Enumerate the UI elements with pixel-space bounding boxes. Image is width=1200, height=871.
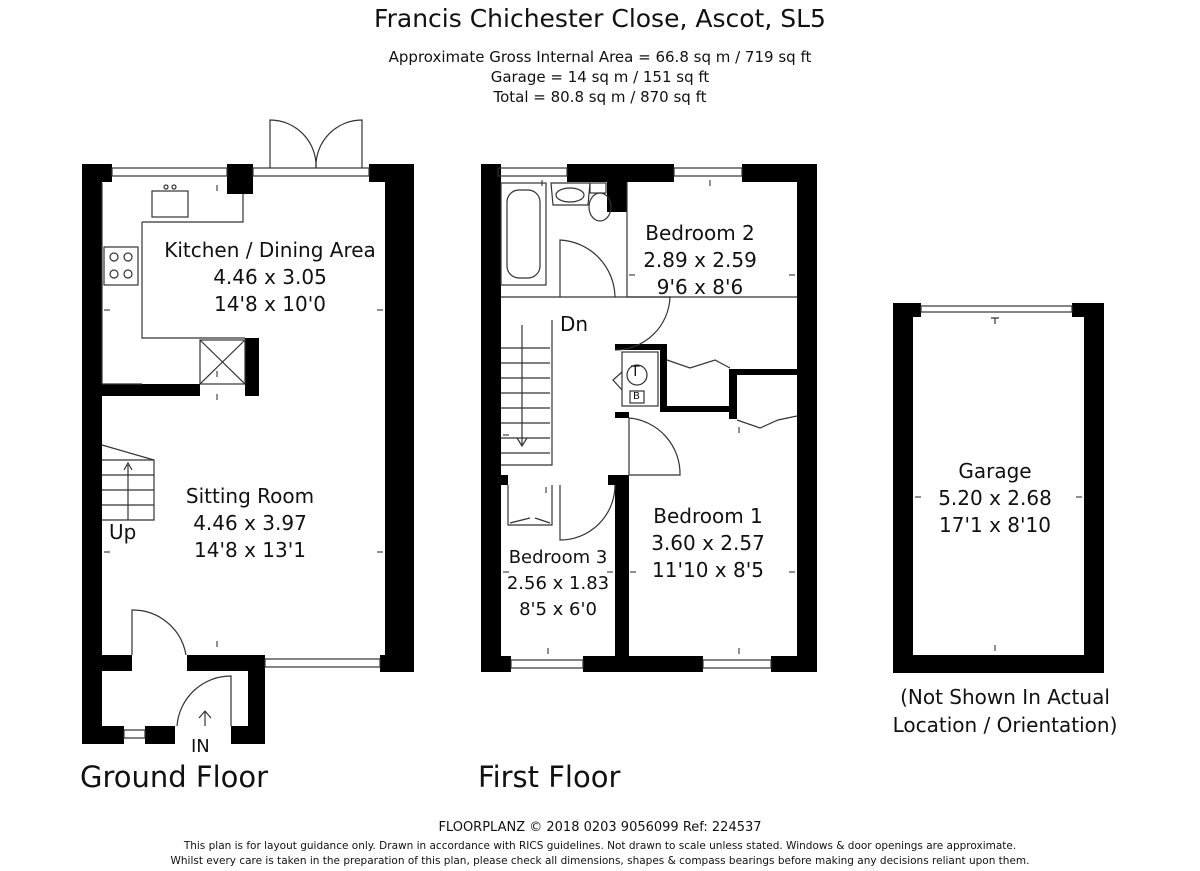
first-floor-fixtures xyxy=(497,167,798,669)
brand-line: FLOORPLANZ © 2018 0203 9056099 Ref: 2245… xyxy=(438,820,762,835)
room-metric: 4.46 x 3.05 xyxy=(213,265,327,289)
garage-note-line-1: (Not Shown In Actual xyxy=(900,685,1110,709)
room-metric: 5.20 x 2.68 xyxy=(938,486,1052,510)
room-name: Bedroom 1 xyxy=(653,504,763,528)
disclaimer-line-1: This plan is for layout guidance only. D… xyxy=(183,840,1017,852)
room-imperial: 9'6 x 8'6 xyxy=(656,275,744,299)
room-label-bedroom1: Bedroom 1 3.60 x 2.57 11'10 x 8'5 xyxy=(648,503,768,584)
ground-floor-label: Ground Floor xyxy=(80,760,269,794)
room-name: Sitting Room xyxy=(185,484,315,508)
garage-note-line-2: Location / Orientation) xyxy=(892,713,1118,737)
room-metric: 3.60 x 2.57 xyxy=(651,531,765,555)
room-label-sitting: Sitting Room 4.46 x 3.97 14'8 x 13'1 xyxy=(150,483,350,564)
area-line-internal: Approximate Gross Internal Area = 66.8 s… xyxy=(388,48,812,66)
boiler-label: B xyxy=(633,391,640,402)
room-metric: 4.46 x 3.97 xyxy=(193,511,307,535)
disclaimer-line-2: Whilst every care is taken in the prepar… xyxy=(170,855,1030,867)
garage-note: (Not Shown In Actual Location / Orientat… xyxy=(880,683,1130,739)
room-metric: 2.89 x 2.59 xyxy=(643,248,757,272)
room-imperial: 17'1 x 8'10 xyxy=(939,513,1051,537)
entrance-label: IN xyxy=(191,736,210,757)
room-metric: 2.56 x 1.83 xyxy=(506,573,610,594)
room-label-kitchen: Kitchen / Dining Area 4.46 x 3.05 14'8 x… xyxy=(160,237,380,318)
room-name: Garage xyxy=(958,459,1032,483)
first-floor-walls xyxy=(481,164,817,672)
room-imperial: 14'8 x 13'1 xyxy=(194,538,306,562)
room-imperial: 8'5 x 6'0 xyxy=(519,599,597,620)
room-name: Bedroom 2 xyxy=(645,221,755,245)
stairs-down-label: Dn xyxy=(560,312,589,336)
room-label-garage: Garage 5.20 x 2.68 17'1 x 8'10 xyxy=(920,458,1070,539)
stairs-up-label: Up xyxy=(109,520,137,544)
room-label-bedroom2: Bedroom 2 2.89 x 2.59 9'6 x 8'6 xyxy=(640,220,760,301)
ground-floor-fixtures xyxy=(101,119,381,739)
room-label-bedroom3: Bedroom 3 2.56 x 1.83 8'5 x 6'0 xyxy=(502,545,614,623)
room-imperial: 14'8 x 10'0 xyxy=(214,292,326,316)
room-name: Bedroom 3 xyxy=(508,547,608,568)
tank-label: T xyxy=(631,364,640,380)
room-name: Kitchen / Dining Area xyxy=(164,238,376,262)
area-line-total: Total = 80.8 sq m / 870 sq ft xyxy=(493,88,707,106)
garage-walls xyxy=(893,303,1104,673)
first-floor-label: First Floor xyxy=(478,760,621,794)
measurement-ticks xyxy=(104,180,1082,654)
plan-title: Francis Chichester Close, Ascot, SL5 xyxy=(374,4,826,33)
ground-floor-walls xyxy=(82,164,414,744)
area-line-garage: Garage = 14 sq m / 151 sq ft xyxy=(490,68,710,86)
room-imperial: 11'10 x 8'5 xyxy=(652,558,764,582)
